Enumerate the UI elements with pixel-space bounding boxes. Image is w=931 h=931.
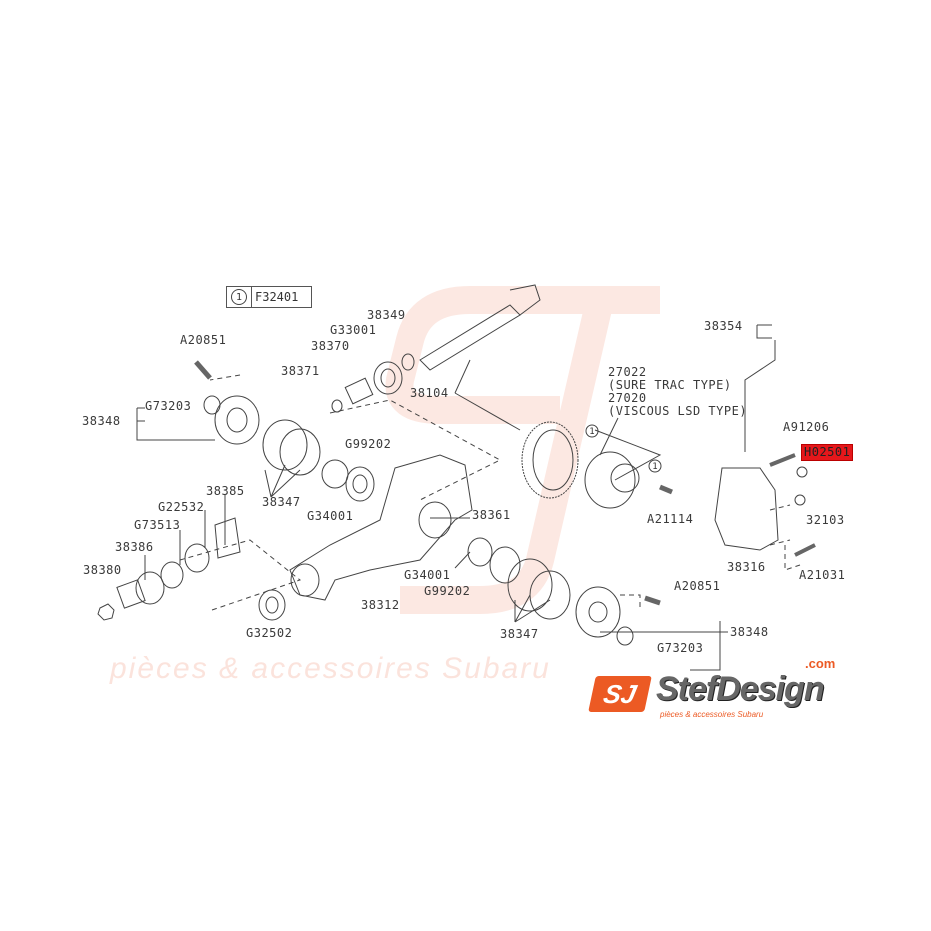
logo-tld: .com: [805, 656, 836, 671]
reference-code: F32401: [255, 290, 299, 304]
part-label[interactable]: 27020: [608, 391, 647, 405]
differential-case: [289, 454, 473, 601]
part-label[interactable]: A91206: [783, 420, 830, 434]
ring-gear: [521, 421, 579, 499]
part-label[interactable]: G32502: [246, 626, 293, 640]
part-label[interactable]: G99202: [424, 584, 471, 598]
part-label[interactable]: 38361: [472, 508, 511, 522]
part-label[interactable]: 38348: [730, 625, 769, 639]
part-label[interactable]: G73203: [657, 641, 704, 655]
part-label[interactable]: 27022: [608, 365, 647, 379]
logo-tagline: pièces & accessoires Subaru: [660, 710, 764, 719]
part-label[interactable]: 38380: [83, 563, 122, 577]
side-retainer-left: [214, 395, 260, 445]
part-label[interactable]: 38104: [410, 386, 449, 400]
part-label[interactable]: G34001: [404, 568, 451, 582]
part-label[interactable]: 38316: [727, 560, 766, 574]
bearing: [373, 361, 403, 395]
logo-mark: SJ: [588, 676, 652, 712]
part-label[interactable]: G73203: [145, 399, 192, 413]
part-label[interactable]: 32103: [806, 513, 845, 527]
callout-circle-1: 1: [589, 427, 594, 437]
part-label[interactable]: A21114: [647, 512, 694, 526]
part-label[interactable]: G99202: [345, 437, 392, 451]
part-label[interactable]: 38354: [704, 319, 743, 333]
callout-circle-2: 1: [652, 462, 657, 472]
part-note: (VISCOUS LSD TYPE): [608, 404, 748, 418]
part-note: (SURE TRAC TYPE): [608, 378, 732, 392]
part-label[interactable]: 38371: [281, 364, 320, 378]
part-label[interactable]: G73513: [134, 518, 181, 532]
highlighted-part-label[interactable]: H02501: [801, 444, 854, 461]
reference-box: 1 F32401: [226, 286, 312, 308]
part-label[interactable]: G22532: [158, 500, 205, 514]
part-label[interactable]: A21031: [799, 568, 846, 582]
part-label[interactable]: A20851: [674, 579, 721, 593]
watermark-tagline: pièces & accessoires Subaru: [110, 652, 551, 685]
part-label[interactable]: A20851: [180, 333, 227, 347]
part-label[interactable]: 38348: [82, 414, 121, 428]
reference-circle: 1: [231, 289, 247, 305]
part-label[interactable]: G33001: [330, 323, 377, 337]
logo-name: StefDesign: [656, 670, 825, 708]
part-label[interactable]: 38312: [361, 598, 400, 612]
watermark-logo: [385, 286, 660, 614]
part-label[interactable]: G34001: [307, 509, 354, 523]
part-label[interactable]: 38349: [367, 308, 406, 322]
part-label[interactable]: 38370: [311, 339, 350, 353]
part-label[interactable]: 38386: [115, 540, 154, 554]
part-label[interactable]: 38347: [262, 495, 301, 509]
brand-logo: SJ StefDesign .com pièces & accessoires …: [588, 656, 860, 724]
dashed-guides: [179, 374, 801, 611]
rear-cover: [714, 467, 779, 551]
part-label[interactable]: 38385: [206, 484, 245, 498]
part-label[interactable]: 38347: [500, 627, 539, 641]
